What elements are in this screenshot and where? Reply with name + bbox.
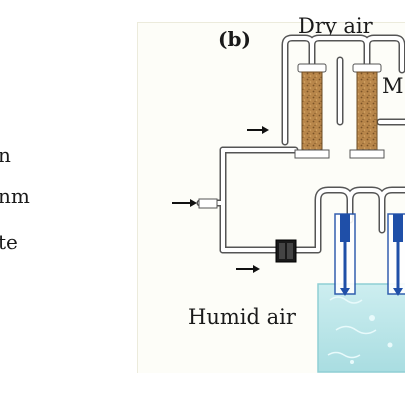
humid-air-label: Humid air (188, 305, 296, 329)
flow-controller (275, 239, 297, 263)
left-fragment-2: nm (0, 184, 30, 208)
bubbler-2 (387, 213, 405, 296)
drying-column-2 (349, 63, 385, 159)
dry-air-label: Dry air (298, 14, 373, 38)
left-fragment-3: te (0, 230, 18, 254)
water-bath (317, 283, 405, 373)
drying-column-1 (294, 63, 330, 159)
inlet-nozzle (198, 198, 218, 209)
bubbler-1 (334, 213, 356, 296)
m-fragment-label: M (382, 74, 404, 98)
left-fragment-1: n (0, 143, 11, 167)
panel-label: (b) (218, 27, 251, 51)
flow-arrows (172, 126, 269, 273)
tubing (196, 34, 405, 254)
